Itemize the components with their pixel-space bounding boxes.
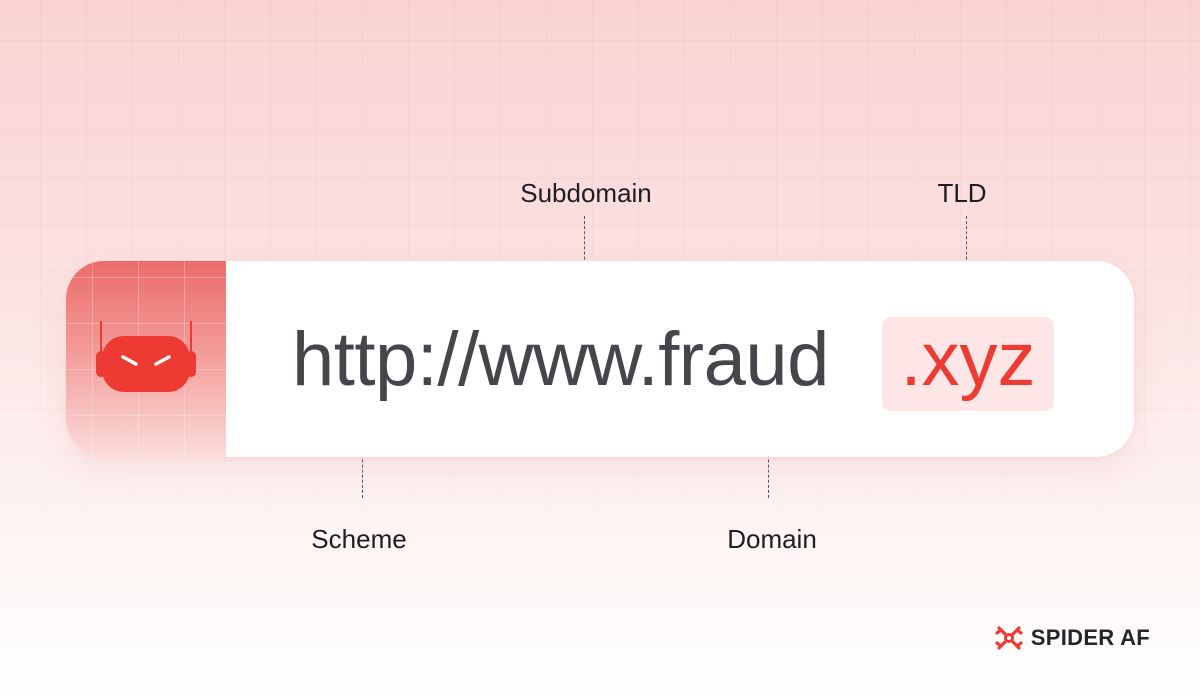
url-bar-icon-panel bbox=[66, 261, 226, 457]
brand-name: SPIDER AF bbox=[1030, 625, 1150, 650]
scheme-connector bbox=[362, 424, 363, 498]
tld-highlight bbox=[882, 317, 1054, 411]
tld-connector bbox=[966, 216, 967, 290]
brand: SPIDER AF bbox=[995, 624, 1150, 652]
spider-af-logo-icon bbox=[995, 626, 1023, 650]
tld-text: .xyz bbox=[900, 317, 1036, 402]
subdomain-label: Subdomain bbox=[520, 178, 652, 208]
scheme-label: Scheme bbox=[311, 524, 407, 554]
url-main-text: http://www.fraud bbox=[292, 317, 829, 402]
domain-label: Domain bbox=[727, 524, 817, 554]
subdomain-connector bbox=[584, 216, 585, 290]
tld-label: TLD bbox=[937, 178, 987, 208]
url-bar: http://www.fraud .xyz bbox=[66, 261, 1134, 457]
robot-face-icon bbox=[96, 321, 196, 392]
domain-connector bbox=[768, 424, 769, 498]
